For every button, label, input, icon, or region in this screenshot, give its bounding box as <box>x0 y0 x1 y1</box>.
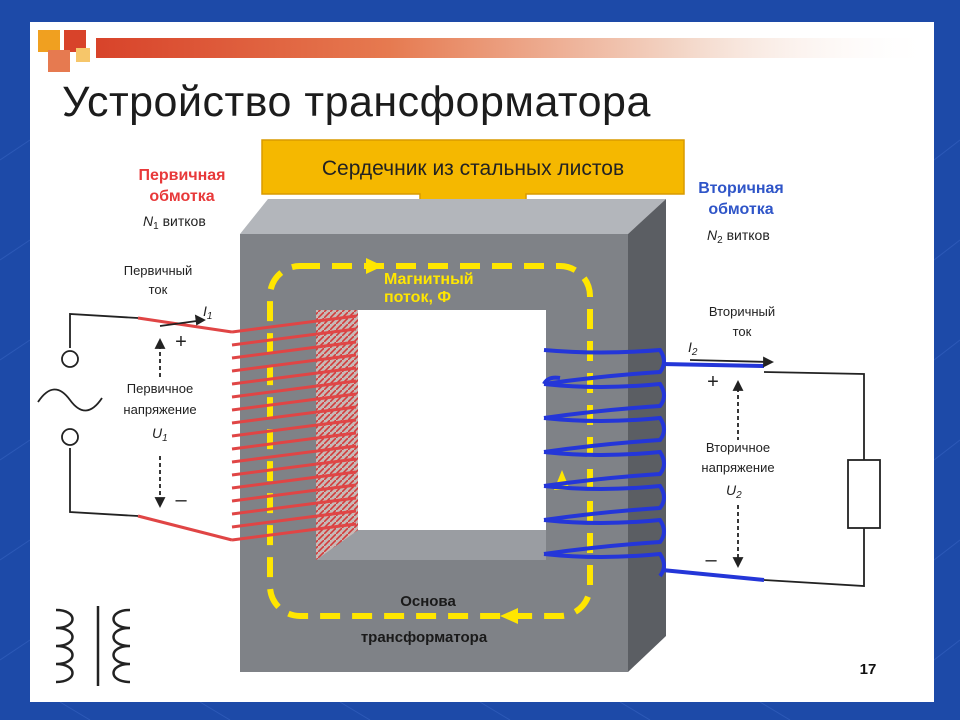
secondary-current-line1: Вторичный <box>709 304 775 319</box>
secondary-winding-line1: Вторичная <box>698 180 784 197</box>
flux-line2: поток, Ф <box>384 289 451 306</box>
secondary-current-label: Вторичный ток I2 <box>688 304 775 358</box>
primary-current-symbol: I <box>203 303 207 319</box>
primary-current-line1: Первичный <box>124 263 193 278</box>
svg-text:N1 витков: N1 витков <box>143 213 206 232</box>
svg-text:N2 витков: N2 витков <box>707 227 770 246</box>
primary-circuit <box>37 313 206 517</box>
secondary-voltage-symbol: U <box>726 482 737 498</box>
primary-current-sub: 1 <box>207 311 213 322</box>
secondary-turns-symbol: N <box>707 227 718 243</box>
flux-line1: Магнитный <box>384 271 474 288</box>
primary-voltage-label: + Первичное напряжение U1 – <box>123 331 196 511</box>
primary-voltage-line1: Первичное <box>127 381 193 396</box>
svg-text:I1: I1 <box>203 303 212 322</box>
primary-winding-label: Первичная обмотка N1 витков <box>138 167 225 232</box>
primary-coil <box>137 314 357 542</box>
load-resistor <box>847 459 881 529</box>
core-banner-label: Сердечник из стальных листов <box>322 157 624 180</box>
primary-winding-line2: обмотка <box>149 188 214 205</box>
magnetic-flux-path <box>267 258 593 624</box>
primary-turns-symbol: N <box>143 213 154 229</box>
flux-label: Магнитный поток, Ф <box>384 271 474 306</box>
base-line2: трансформатора <box>361 629 488 646</box>
secondary-winding-label: Вторичная обмотка N2 витков <box>698 180 784 246</box>
transformer-symbol-icon <box>55 606 131 686</box>
svg-text:U2: U2 <box>726 482 742 501</box>
secondary-circuit <box>689 356 881 587</box>
secondary-voltage-line1: Вторичное <box>706 440 770 455</box>
secondary-current-symbol: I <box>688 339 692 355</box>
slide-title: Устройство трансформатора <box>62 78 651 126</box>
secondary-plus-sign: + <box>707 371 719 393</box>
secondary-winding-line2: обмотка <box>708 201 773 218</box>
secondary-current-sub: 2 <box>691 347 698 358</box>
secondary-voltage-sub: 2 <box>735 490 742 501</box>
base-line1: Основа <box>400 593 456 610</box>
secondary-voltage-line2: напряжение <box>701 460 774 475</box>
primary-voltage-line2: напряжение <box>123 402 196 417</box>
secondary-current-line2: ток <box>733 324 752 339</box>
secondary-voltage-label: + Вторичное напряжение U2 – <box>701 371 774 571</box>
page-number: 17 <box>860 661 877 678</box>
header-decoration <box>38 30 934 72</box>
core-base-label: Основа трансформатора <box>361 593 488 646</box>
svg-text:I2: I2 <box>688 339 698 358</box>
secondary-turns-sub: 2 <box>717 235 723 246</box>
primary-plus-sign: + <box>175 331 187 353</box>
primary-winding-line1: Первичная <box>138 167 225 184</box>
primary-turns-sub: 1 <box>153 221 159 232</box>
primary-current-label: Первичный ток I1 <box>124 263 213 322</box>
svg-text:U1: U1 <box>152 425 168 444</box>
core-banner: Сердечник из стальных листов <box>261 139 685 223</box>
primary-voltage-symbol: U <box>152 425 163 441</box>
primary-turns-word: витков <box>163 213 206 229</box>
secondary-minus-sign: – <box>705 549 717 571</box>
primary-minus-sign: – <box>175 489 187 511</box>
secondary-coil <box>542 347 765 582</box>
secondary-turns-word: витков <box>727 227 770 243</box>
primary-current-line2: ток <box>149 282 168 297</box>
primary-voltage-sub: 1 <box>162 433 168 444</box>
transformer-core <box>240 199 666 672</box>
